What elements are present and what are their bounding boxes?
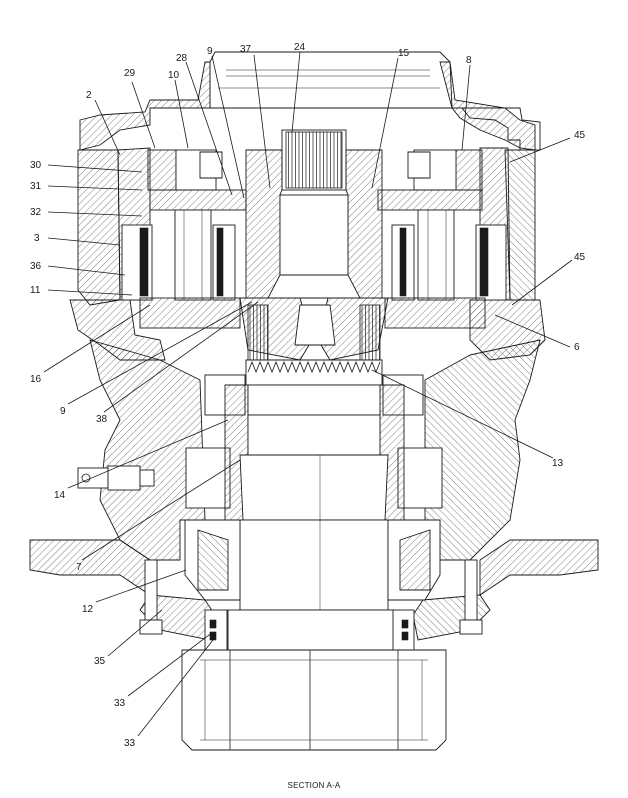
callout-45-top: 45 — [574, 130, 586, 141]
callout-9-top: 9 — [207, 46, 213, 57]
callout-labels: 2 29 10 28 9 37 24 15 8 45 30 31 32 3 36… — [30, 42, 586, 749]
planet-assembly-left — [121, 149, 247, 329]
output-hub — [181, 649, 447, 751]
callout-29: 29 — [124, 68, 136, 79]
callout-2: 2 — [86, 90, 92, 101]
callout-30: 30 — [30, 160, 42, 171]
callout-31: 31 — [30, 181, 42, 192]
callout-33-upper: 33 — [114, 698, 126, 709]
lower-seal-carrier — [139, 559, 491, 651]
callout-7: 7 — [76, 562, 82, 573]
motor-housing — [89, 339, 541, 611]
callout-13: 13 — [552, 458, 564, 469]
callout-38: 38 — [96, 414, 108, 425]
callout-28: 28 — [176, 53, 188, 64]
callout-14: 14 — [54, 490, 66, 501]
callout-11: 11 — [30, 285, 41, 296]
callout-12: 12 — [82, 604, 94, 615]
leader-lines — [43, 51, 573, 737]
callout-45-mid: 45 — [574, 252, 586, 263]
callout-24: 24 — [294, 42, 306, 53]
callout-3: 3 — [34, 233, 40, 244]
callout-10: 10 — [168, 70, 180, 81]
callout-6: 6 — [574, 342, 580, 353]
callout-35: 35 — [94, 656, 106, 667]
callout-15: 15 — [398, 48, 410, 59]
callout-36: 36 — [30, 261, 42, 272]
main-bearings — [184, 519, 441, 601]
mount-flange — [29, 465, 599, 596]
callout-32: 32 — [30, 207, 42, 218]
section-caption: SECTION A-A — [288, 781, 341, 790]
planet-assembly-right — [377, 149, 507, 329]
callout-33-lower: 33 — [124, 738, 136, 749]
callout-16: 16 — [30, 374, 42, 385]
callout-37: 37 — [240, 44, 252, 55]
callout-8: 8 — [466, 55, 472, 66]
callout-9-mid: 9 — [60, 406, 66, 417]
